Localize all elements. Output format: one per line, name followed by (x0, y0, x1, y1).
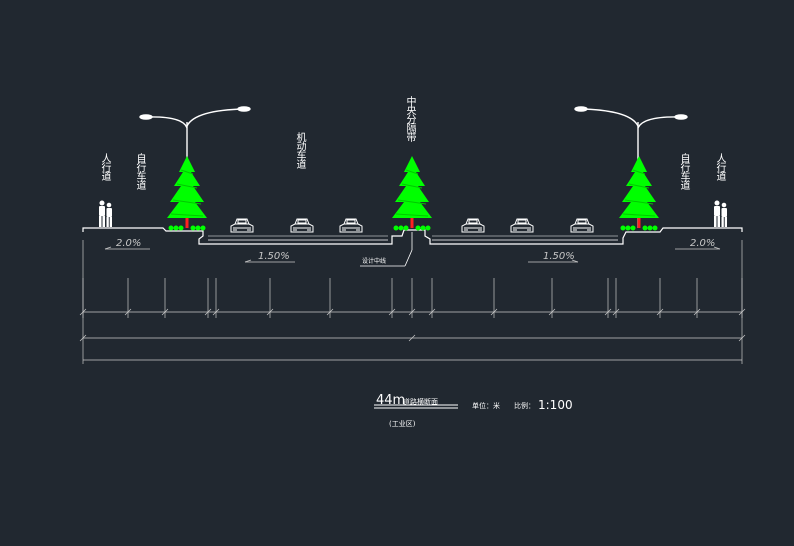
label-sidewalk-left: 人行道 (99, 153, 110, 180)
unit-label: 单位：米 (472, 401, 500, 410)
dimension-tick-slash (656, 308, 664, 316)
dimension-tick-slash (326, 308, 334, 316)
pedestrian-right (714, 200, 727, 227)
title-name: 道路横断面 (403, 397, 438, 406)
dimension-lines (82, 240, 743, 364)
label-sidewalk-right: 人行道 (714, 153, 725, 180)
dimension-tick-slash (548, 308, 556, 316)
district-label: (工业区) (389, 419, 416, 428)
car-3 (339, 218, 363, 233)
design-centerline-label: 设计中线 (362, 257, 386, 265)
dimension-tick-slash (738, 308, 746, 316)
label-motor-lane: 机动车道 (294, 132, 305, 168)
dimension-tick-slash (408, 308, 416, 316)
dimension-tick-slash (161, 308, 169, 316)
pedestrian-left (99, 200, 112, 227)
car-5 (510, 218, 534, 233)
dimension-tick-slash (490, 308, 498, 316)
slope-right-sidewalk: 2.0% (690, 238, 715, 249)
centerline-leader (360, 232, 413, 267)
car-2 (290, 218, 314, 233)
dimension-tick-slash (204, 308, 212, 316)
slope-left-carriageway: 1.50% (258, 251, 290, 262)
dimension-tick-slash (408, 334, 416, 342)
dimension-tick-slash (428, 308, 436, 316)
scale-label: 比例： (514, 401, 535, 410)
tree-median (391, 155, 433, 231)
label-bike-lane-left: 自行车道 (134, 153, 145, 189)
car-4 (461, 218, 485, 233)
dimension-tick-slash (79, 308, 87, 316)
dimension-tick-slash (693, 308, 701, 316)
dimension-tick-slash (79, 334, 87, 342)
dimension-ticks (79, 278, 746, 342)
label-median: 中央分隔带 (404, 96, 415, 141)
dimension-tick-slash (212, 308, 220, 316)
car-1 (230, 218, 254, 233)
slope-arrows (104, 246, 721, 263)
car-6 (570, 218, 594, 233)
tree-left (166, 155, 208, 231)
dimension-tick-slash (124, 308, 132, 316)
label-bike-lane-right: 自行车道 (678, 153, 689, 189)
dimension-tick-slash (604, 308, 612, 316)
slope-right-carriageway: 1.50% (543, 251, 575, 262)
title-width: 44m (376, 393, 405, 408)
slope-left-sidewalk: 2.0% (116, 238, 141, 249)
dimension-tick-slash (738, 334, 746, 342)
tree-right (618, 155, 660, 231)
dimension-tick-slash (266, 308, 274, 316)
scale-value: 1:100 (538, 398, 573, 412)
dimension-tick-slash (612, 308, 620, 316)
road-profile (82, 227, 743, 245)
title-underline (374, 404, 458, 409)
dimension-tick-slash (388, 308, 396, 316)
